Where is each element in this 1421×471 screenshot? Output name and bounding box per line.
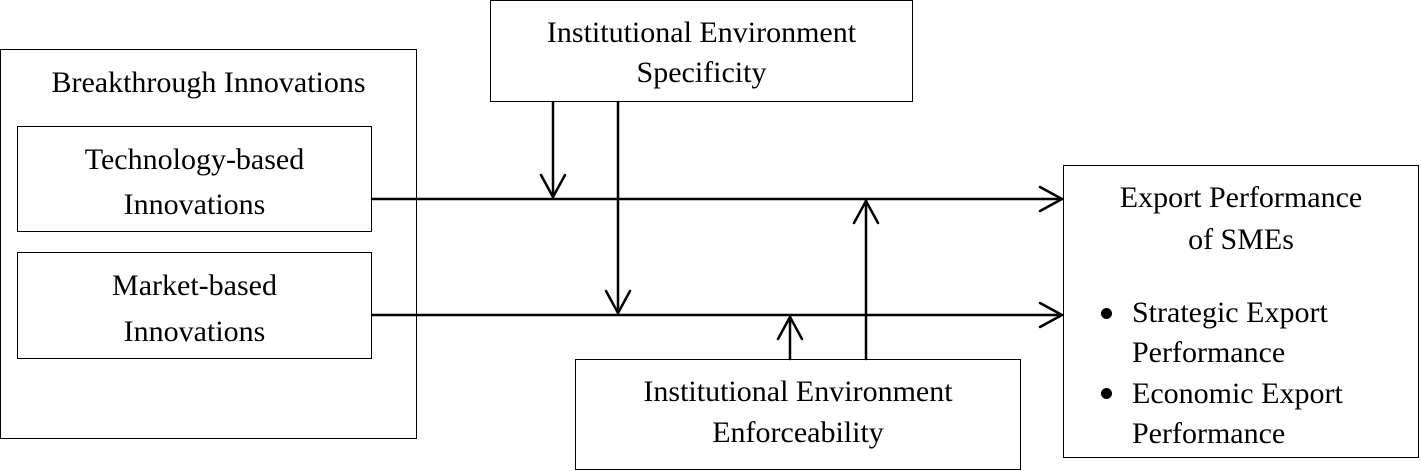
export-performance-title-line1: Export Performance	[1119, 181, 1363, 214]
export-performance-title-line2: of SMEs	[1188, 223, 1294, 256]
arrowhead-specificity-to-market-path	[604, 289, 632, 315]
market-based-innovations-box	[17, 252, 372, 359]
bullet-dot-strategic	[1101, 308, 1112, 319]
technology-based-innovations-label-line2: Innovations	[123, 188, 266, 221]
specificity-label-line1: Institutional Environment	[546, 16, 857, 49]
enforceability-label-line2: Enforceability	[712, 416, 884, 449]
arrowhead-technology-to-export	[1038, 185, 1064, 213]
specificity-label-line2: Specificity	[636, 56, 767, 89]
arrowhead-specificity-to-technology-path	[539, 173, 567, 199]
market-based-innovations-label-line2: Innovations	[123, 315, 266, 348]
arrowhead-enforceability-to-technology-path	[852, 199, 880, 225]
breakthrough-innovations-box	[0, 49, 417, 439]
technology-based-innovations-box	[17, 126, 372, 232]
arrowhead-market-to-export	[1038, 301, 1064, 329]
arrowhead-enforceability-to-market-path	[776, 315, 804, 341]
breakthrough-innovations-title: Breakthrough Innovations	[51, 66, 366, 99]
economic-export-performance-line1: Economic Export	[1132, 377, 1343, 410]
institutional-environment-enforceability-box	[575, 359, 1021, 470]
strategic-export-performance-line1: Strategic Export	[1132, 296, 1328, 329]
bullet-dot-economic	[1101, 388, 1112, 399]
economic-export-performance-line2: Performance	[1132, 417, 1286, 450]
market-based-innovations-label-line1: Market-based	[112, 269, 277, 302]
enforceability-label-line1: Institutional Environment	[643, 375, 953, 408]
strategic-export-performance-line2: Performance	[1132, 336, 1286, 369]
export-performance-box	[1063, 165, 1419, 458]
technology-based-innovations-label-line1: Technology-based	[84, 143, 305, 176]
institutional-environment-specificity-box	[490, 0, 913, 102]
